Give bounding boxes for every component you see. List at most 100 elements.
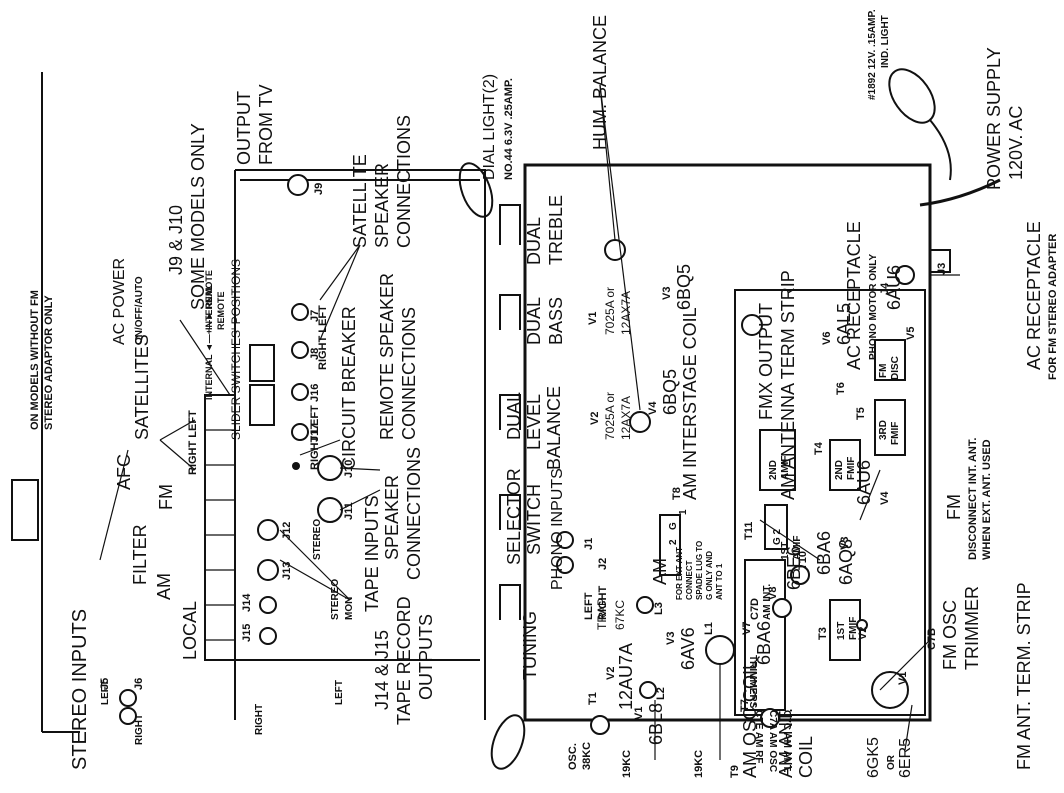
local-label: LOCAL — [180, 601, 200, 660]
power-cord — [919, 178, 1001, 207]
ac-power-sub-label: ON/OFF/AUTO — [134, 276, 145, 345]
j4-receptacle — [895, 265, 915, 285]
remote-speaker-label-2: CONNECTIONS — [399, 307, 419, 440]
right-tape-label: RIGHT — [254, 704, 265, 735]
j13-label: J13 — [281, 562, 293, 580]
filter-label: FILTER — [130, 524, 150, 585]
j4-label: J4 — [879, 282, 891, 295]
v7-jack — [772, 598, 792, 618]
satellite-speaker-label-3: CONNECTIONS — [394, 115, 414, 248]
internal-label: INTERNAL — [204, 284, 214, 330]
jack-j13 — [257, 559, 279, 581]
am-antenna-strip-label: AM ANTENNA TERM STRIP — [778, 270, 798, 500]
v1-label: V1 — [587, 312, 599, 325]
stereo-right-label: RIGHT — [134, 714, 145, 745]
j14-j15-label-2: TAPE RECORD — [394, 596, 414, 725]
control-shafts — [499, 204, 521, 620]
j5-label: J5 — [99, 678, 111, 690]
fm-osc-trimmer-label-1: FM OSC — [940, 600, 960, 670]
fm-note-label-1: FM — [944, 494, 964, 520]
remote-right-left-label: RIGHT LEFT — [309, 405, 321, 470]
shaft-dual-level — [499, 394, 521, 430]
v6-type-label: 6AL5 — [834, 303, 854, 345]
v2c-label: V2 — [605, 667, 617, 680]
ext-ant-note-line: FOR EXT ANT — [675, 547, 684, 600]
jack-j9 — [287, 174, 309, 196]
satellite-speaker-label-2: SPEAKER — [372, 163, 392, 248]
dual-level-label-2: LEVEL — [524, 394, 544, 450]
v3-type-label: 6BQ5 — [674, 264, 694, 310]
satellite-speaker-label-1: SATELLITE — [350, 154, 370, 248]
t7-label: T7 — [739, 699, 751, 712]
speaker-conn-label-1: SPEAKER — [382, 475, 402, 560]
dial-light-bottom — [490, 714, 526, 770]
power-supply-label-2: 120V. AC — [1006, 106, 1026, 180]
labels: ON MODELS WITHOUT FM STEREO ADAPTOR ONLY… — [29, 9, 1059, 778]
v6-label: V6 — [821, 332, 833, 345]
trimmers-label: TRIMMERS — [747, 655, 758, 709]
strip-term-1: 1 — [678, 509, 689, 515]
osc-label-1: OSC. — [567, 743, 579, 770]
c7b-trimmer — [856, 619, 868, 631]
j9-j10-label-2: SOME MODELS ONLY — [188, 123, 208, 310]
shaft-tuning — [499, 584, 521, 620]
tape-inputs-label: TAPE INPUTS — [362, 495, 382, 612]
power-supply-label-1: POWER SUPPLY — [984, 47, 1004, 190]
v7-label: V7 — [741, 622, 753, 635]
internal-remote-arrow-label: INTERNAL ◄—+—► REMOTE — [204, 270, 214, 400]
j14-j15-label-1: J14 & J15 — [372, 630, 392, 710]
t5-label: T5 — [855, 407, 867, 420]
am-ant-coil-label-1: AM ANT. — [776, 708, 796, 778]
j14-label: J14 — [241, 593, 253, 612]
v3-label: V3 — [661, 287, 673, 300]
circuit-breaker-dot — [292, 462, 300, 470]
jack-j14 — [259, 596, 277, 614]
v4b-type-label: 6AU6 — [854, 460, 874, 505]
j11-label: J11 — [343, 502, 355, 520]
stereo-inputs-label: STEREO INPUTS — [69, 609, 91, 770]
v5-label: V5 — [905, 327, 917, 340]
g2-label: G 2 — [772, 528, 783, 545]
fmx-leader — [859, 469, 881, 521]
amif-1st-label-2: AMIF — [792, 536, 803, 560]
j14-j15-label-3: OUTPUTS — [416, 614, 436, 700]
l1-label: L1 — [703, 622, 715, 635]
v1-type-label-1: 7025A or — [603, 287, 617, 335]
t4-label: T4 — [813, 441, 825, 455]
tube-6gk5-label-2: OR — [886, 754, 897, 770]
stereo-label: STEREO — [312, 519, 323, 560]
dial-light-label-2: NO.44 6.3V .25AMP. — [503, 78, 515, 180]
j15-label: J15 — [241, 624, 253, 642]
amif-2nd-label-2: AMIF — [780, 456, 791, 480]
v4-label: V4 — [647, 401, 659, 415]
j16-label: J16 — [309, 384, 321, 402]
j9-j10-label-1: J9 & J10 — [166, 205, 186, 275]
shaft-dual-bass — [499, 294, 521, 330]
j12-label: J12 — [281, 522, 293, 540]
afc-label: AFC — [114, 454, 134, 490]
amif-1st-label-1: 1ST — [780, 542, 791, 560]
l1-coil — [705, 635, 735, 665]
strip-term-g: G — [668, 522, 679, 530]
rear-apron-panel — [11, 72, 486, 733]
hum-balance-pot-1 — [604, 239, 626, 261]
t1-coil — [590, 715, 610, 735]
stereo-mon-label-1: STEREO — [330, 579, 341, 620]
trap-label-1: TRAP — [595, 598, 609, 630]
v2b-type-label: 6AQ8 — [836, 539, 856, 585]
c7d-sub-label: AM INT. — [762, 584, 773, 620]
j8-label: J8 — [309, 348, 321, 360]
ext-ant-note-line: ANT TO 1 — [715, 563, 724, 600]
l2-label: L2 — [655, 687, 667, 700]
slider-switches-label: SLIDER SWITCHES' POSITIONS — [229, 259, 243, 440]
circuit-breaker-label: CIRCUIT BREAKER — [339, 306, 359, 470]
jack-j15 — [259, 627, 277, 645]
j3-label: J3 — [936, 263, 948, 275]
v7-type-label: 6BA6 — [754, 621, 774, 665]
v4b-label: V4 — [879, 491, 891, 505]
t7-coil — [760, 708, 780, 728]
t3-label: T3 — [817, 627, 829, 640]
j7-label: J7 — [309, 310, 321, 322]
l3-label: L3 — [653, 602, 665, 615]
